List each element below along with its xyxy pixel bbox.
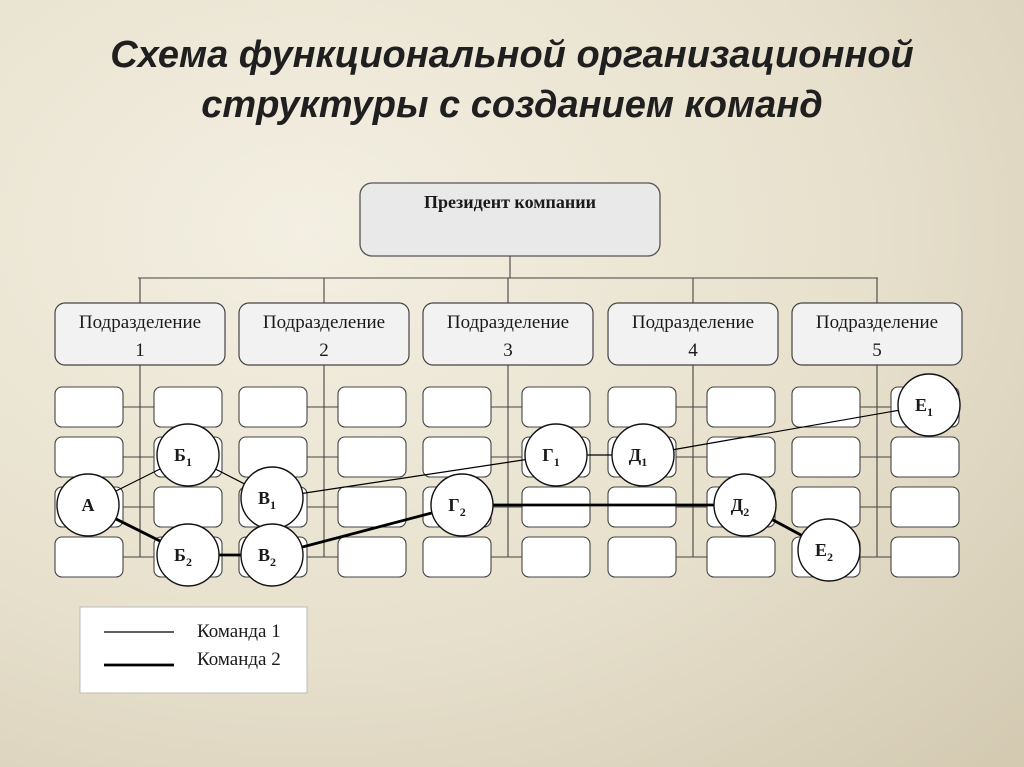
position-cell <box>706 386 776 428</box>
position-cell <box>791 386 861 428</box>
legend-label-team-1: Команда 1 <box>197 621 281 642</box>
division-number-1: 1 <box>135 340 145 361</box>
team-member-node-V2: В2 <box>240 523 304 587</box>
team-member-subscript: 1 <box>927 405 933 419</box>
position-cell <box>337 436 407 478</box>
division-box-4 <box>607 302 779 366</box>
team-member-node-E2: Е2 <box>797 518 861 582</box>
team-member-node-G1: Г1 <box>524 423 588 487</box>
team-member-subscript: 1 <box>641 455 647 469</box>
position-cell <box>422 436 492 478</box>
team-member-node-E1: Е1 <box>897 373 961 437</box>
team-member-subscript: 2 <box>743 505 749 519</box>
position-cell <box>890 486 960 528</box>
position-cell <box>238 386 308 428</box>
division-label-5: Подразделение <box>816 312 938 333</box>
position-cell <box>521 536 591 578</box>
team-1-link-V1-G1 <box>271 454 557 499</box>
team-member-circle <box>56 473 120 537</box>
division-label-1: Подразделение <box>79 312 201 333</box>
team-member-subscript: 2 <box>460 505 466 519</box>
position-cell <box>153 386 223 428</box>
position-cell <box>422 386 492 428</box>
team-2-link-V2-G2 <box>271 503 463 557</box>
position-cell <box>337 536 407 578</box>
team-member-node-V1: В1 <box>240 466 304 530</box>
team-member-subscript: 2 <box>270 555 276 569</box>
team-1-link-D1-E1 <box>642 404 930 456</box>
team-member-node-D2: Д2 <box>713 473 777 537</box>
position-cell <box>54 436 124 478</box>
title-line-2: структуры с созданием команд <box>201 84 823 126</box>
position-cell <box>422 536 492 578</box>
president-box-group: Президент компании <box>359 182 661 257</box>
team-member-circle <box>240 523 304 587</box>
division-boxes: Подразделение 1 Подразделение 2 Подразделени… <box>54 302 963 366</box>
position-cell <box>706 536 776 578</box>
division-box-5 <box>791 302 963 366</box>
team-member-node-G2: Г2 <box>430 473 494 537</box>
position-cell <box>607 536 677 578</box>
team-member-node-B2: Б2 <box>156 523 220 587</box>
division-box-1 <box>54 302 226 366</box>
position-cell <box>153 486 223 528</box>
team-member-circle <box>524 423 588 487</box>
division-box-2 <box>238 302 410 366</box>
division-box-3 <box>422 302 594 366</box>
position-cell <box>607 386 677 428</box>
position-cell <box>54 386 124 428</box>
page-title: Схема функциональной организационной стр… <box>0 30 1024 130</box>
team-member-node-D1: Д1 <box>611 423 675 487</box>
position-cell <box>54 536 124 578</box>
team-member-subscript: 2 <box>186 555 192 569</box>
president-box <box>359 182 661 257</box>
team-member-circle <box>430 473 494 537</box>
team-member-circle <box>713 473 777 537</box>
team-member-subscript: 1 <box>554 455 560 469</box>
position-cell <box>607 486 677 528</box>
team-member-circle <box>897 373 961 437</box>
legend-label-team-2: Команда 2 <box>197 649 281 670</box>
position-cell <box>706 436 776 478</box>
team-member-node-A: А <box>56 473 120 537</box>
position-cell <box>890 436 960 478</box>
team-member-subscript: 1 <box>270 498 276 512</box>
title-line-1: Схема функциональной организационной <box>110 34 914 76</box>
division-number-4: 4 <box>688 340 698 361</box>
team-member-circle <box>611 423 675 487</box>
legend-box <box>79 606 308 694</box>
division-number-2: 2 <box>319 340 329 361</box>
division-label-2: Подразделение <box>263 312 385 333</box>
team-member-circle <box>797 518 861 582</box>
position-cell <box>521 486 591 528</box>
position-cell <box>521 386 591 428</box>
team-member-label: А <box>82 495 95 515</box>
position-cell <box>791 436 861 478</box>
team-member-circle <box>156 423 220 487</box>
team-member-circle <box>156 523 220 587</box>
president-label: Президент компании <box>424 192 596 212</box>
division-label-4: Подразделение <box>632 312 754 333</box>
legend: Команда 1 Команда 2 <box>79 606 308 694</box>
position-cell <box>890 536 960 578</box>
team-member-subscript: 1 <box>186 455 192 469</box>
team-member-node-B1: Б1 <box>156 423 220 487</box>
team-member-subscript: 2 <box>827 550 833 564</box>
division-number-5: 5 <box>872 340 882 361</box>
position-cell <box>337 486 407 528</box>
position-cell <box>337 386 407 428</box>
division-number-3: 3 <box>503 340 513 361</box>
division-label-3: Подразделение <box>447 312 569 333</box>
